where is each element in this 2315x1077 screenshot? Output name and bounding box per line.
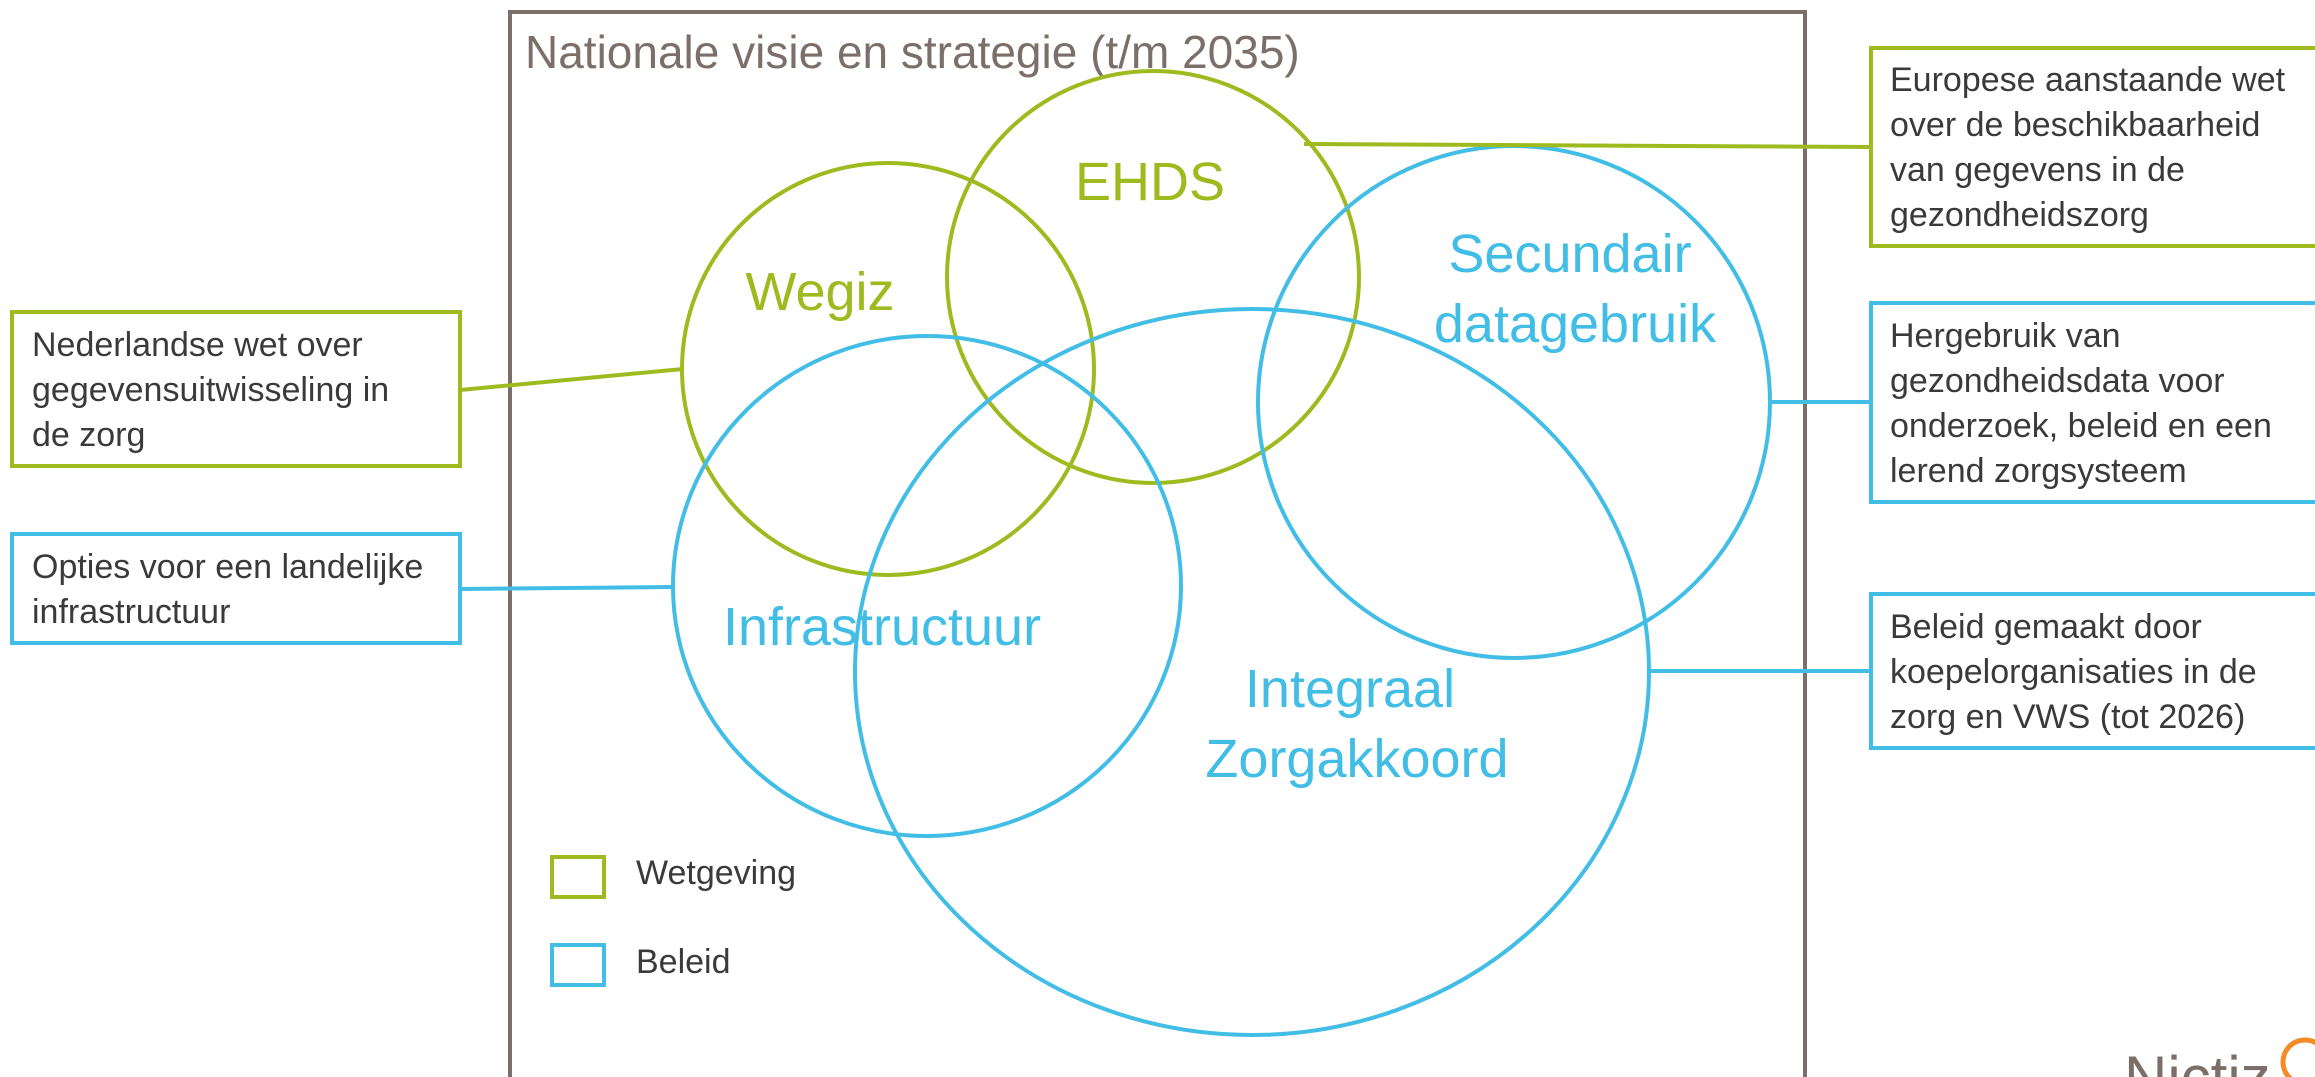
connector-ehds [1303,142,1872,149]
circle-label-secundair: Secundair [1448,224,1691,284]
circle-label-datagebruik: datagebruik [1434,294,1717,354]
callout-integraal-box [1869,592,2315,750]
callout-wegiz-line: de zorg [32,416,145,454]
circle-label-ehds: EHDS [1075,152,1225,212]
nictiz-logo: Nictiz [2124,1037,2315,1077]
callout-ehds-line: over de beschikbaarheid [1890,106,2260,144]
callout-secundair-line: gezondheidsdata voor [1890,362,2225,400]
callout-integraal-line: zorg en VWS (tot 2026) [1890,698,2245,736]
national-strategy-frame [508,10,1807,1077]
callout-ehds-line: gezondheidszorg [1890,196,2149,234]
callout-secundair-line: Hergebruik van [1890,317,2121,355]
callout-secundair-box [1869,301,2315,504]
circle-label-integraal: Integraal [1245,659,1455,719]
callout-wegiz-text: Nederlandse wet over gegevensuitwisselin… [32,326,399,454]
logo-wordmark: Nictiz [2124,1044,2271,1077]
callout-wegiz-line: Nederlandse wet over [32,326,363,364]
circle-infrastructuur [671,334,1183,838]
circle-secundair-datagebruik [1256,144,1772,660]
logo-accent-icon [2280,1037,2315,1077]
callout-infrastructuur-line: infrastructuur [32,593,230,631]
circle-ehds [945,69,1361,485]
callout-secundair-line: onderzoek, beleid en een [1890,407,2272,445]
legend-beleid-label: Beleid [636,943,731,981]
callout-integraal-line: koepelorganisaties in de [1890,653,2257,691]
connector-infrastructuur [459,585,674,591]
frame-title: Nationale visie en strategie (t/m 2035) [525,26,1300,78]
connector-wegiz [459,367,684,392]
callout-ehds-box [1869,46,2315,248]
callout-wegiz-box [10,310,462,468]
callout-integraal-text: Beleid gemaakt door koepelorganisaties i… [1890,608,2266,736]
callout-wegiz-line: gegevensuitwisseling in [32,371,389,409]
legend-beleid-swatch [550,943,606,987]
legend-wetgeving-label: Wetgeving [636,854,796,892]
callout-integraal-line: Beleid gemaakt door [1890,608,2202,646]
callout-secundair-line: lerend zorgsysteem [1890,452,2187,490]
callout-infrastructuur-line: Opties voor een landelijke [32,548,423,586]
legend-wetgeving-swatch [550,855,606,899]
circle-label-infrastructuur: Infrastructuur [723,597,1041,657]
circle-label-wegiz: Wegiz [745,262,894,322]
callout-ehds-line: van gegevens in de [1890,151,2185,189]
callout-infrastructuur-box [10,532,462,645]
callout-ehds-text: Europese aanstaande wet over de beschikb… [1890,61,2295,234]
callout-infrastructuur-text: Opties voor een landelijke infrastructuu… [32,548,433,631]
callout-secundair-text: Hergebruik van gezondheidsdata voor onde… [1890,317,2281,490]
callout-ehds-line: Europese aanstaande wet [1890,61,2286,99]
circle-label-zorgakkoord: Zorgakkoord [1205,729,1508,789]
